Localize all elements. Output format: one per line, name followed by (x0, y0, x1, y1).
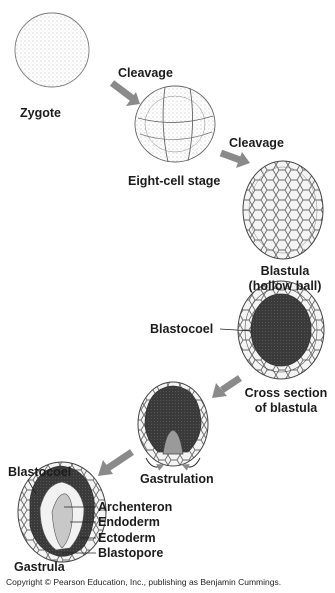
blastula-cross-section-figure (238, 281, 324, 379)
label-hollow-ball: (hollow ball) (244, 279, 326, 293)
label-cross-section: Cross section (240, 386, 332, 400)
label-gastrula: Gastrula (14, 560, 65, 574)
arrow-to-gastrula (98, 452, 132, 476)
label-blastocoel-2: Blastocoel (8, 465, 71, 479)
label-blastocoel-1: Blastocoel (150, 322, 213, 336)
label-cleavage-1: Cleavage (118, 66, 173, 80)
label-cleavage-2: Cleavage (229, 136, 284, 150)
arrow-cleavage-1 (112, 83, 140, 106)
eight-cell-figure (135, 86, 215, 162)
label-gastrulation: Gastrulation (140, 472, 214, 486)
label-blastula: Blastula (244, 264, 326, 278)
label-ectoderm: Ectoderm (98, 531, 156, 545)
label-zygote: Zygote (20, 106, 61, 120)
label-archenteron: Archenteron (98, 500, 172, 514)
arrow-cleavage-2 (221, 152, 250, 168)
zygote-figure (15, 13, 89, 87)
label-of-blastula: of blastula (240, 401, 332, 415)
label-eight-cell-stage: Eight-cell stage (128, 174, 220, 188)
gastrulation-figure (138, 382, 208, 467)
label-endoderm: Endoderm (98, 515, 160, 529)
copyright-notice: Copyright © Pearson Education, Inc., pub… (6, 577, 281, 587)
label-blastopore: Blastopore (98, 546, 163, 560)
blastula-figure (243, 161, 323, 259)
arrow-to-gastrulation (212, 378, 240, 398)
